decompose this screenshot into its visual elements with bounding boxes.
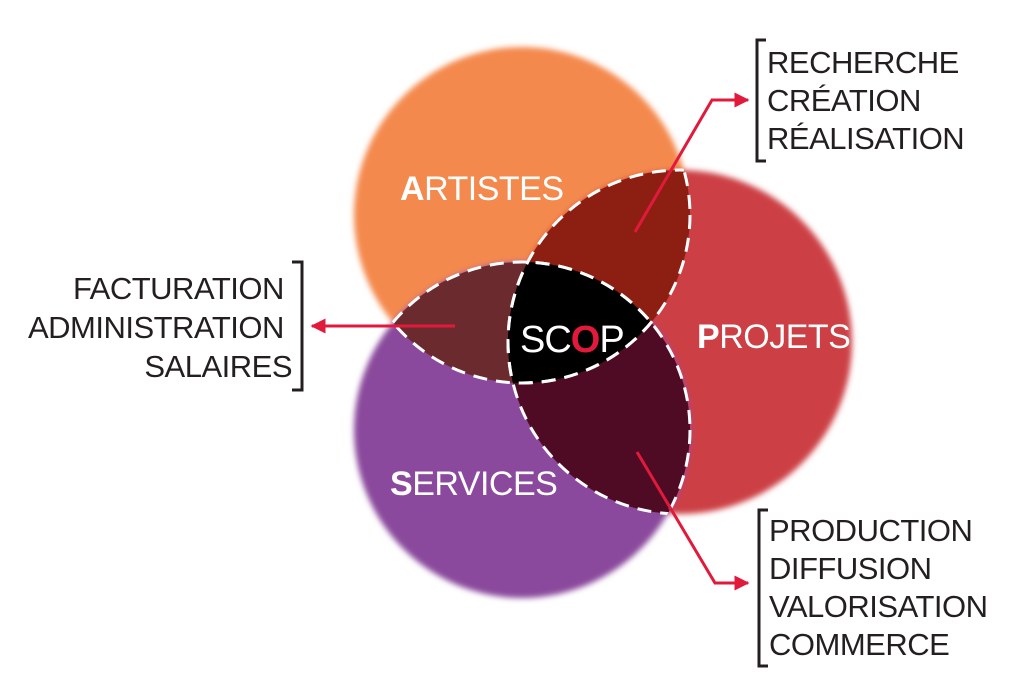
list-item: FACTURATION bbox=[73, 271, 284, 306]
bottom-right-bracket bbox=[757, 508, 768, 668]
bottom-right-list: PRODUCTION DIFFUSION VALORISATION COMMER… bbox=[769, 513, 996, 662]
artistes-label: ARTISTES bbox=[400, 170, 564, 208]
arrows bbox=[310, 92, 750, 591]
list-item: DIFFUSION bbox=[769, 551, 932, 586]
list-item: SALAIRES bbox=[144, 349, 292, 384]
list-item: CRÉATION bbox=[767, 83, 921, 118]
list-item: PRODUCTION bbox=[769, 513, 972, 548]
scop-label: SCOP bbox=[520, 319, 624, 361]
arrow-to-bottom-right-list bbox=[635, 451, 750, 591]
projets-label: PROJETS bbox=[697, 318, 850, 356]
list-item: COMMERCE bbox=[769, 627, 949, 662]
list-item: VALORISATION bbox=[769, 589, 988, 624]
list-item: ADMINISTRATION bbox=[28, 310, 284, 345]
top-right-list: RECHERCHE CRÉATION RÉALISATION bbox=[767, 45, 967, 156]
list-item: RECHERCHE bbox=[767, 45, 959, 80]
top-right-bracket bbox=[755, 38, 766, 163]
services-label: SERVICES bbox=[390, 465, 557, 503]
list-item: RÉALISATION bbox=[767, 121, 964, 156]
left-bracket bbox=[292, 260, 304, 392]
brackets bbox=[292, 38, 768, 668]
dashed-overlap-outlines bbox=[354, 168, 692, 516]
left-list: FACTURATION ADMINISTRATION SALAIRES bbox=[28, 271, 292, 384]
scop-center-region bbox=[508, 262, 690, 383]
arrow-to-top-right-list bbox=[633, 92, 750, 233]
